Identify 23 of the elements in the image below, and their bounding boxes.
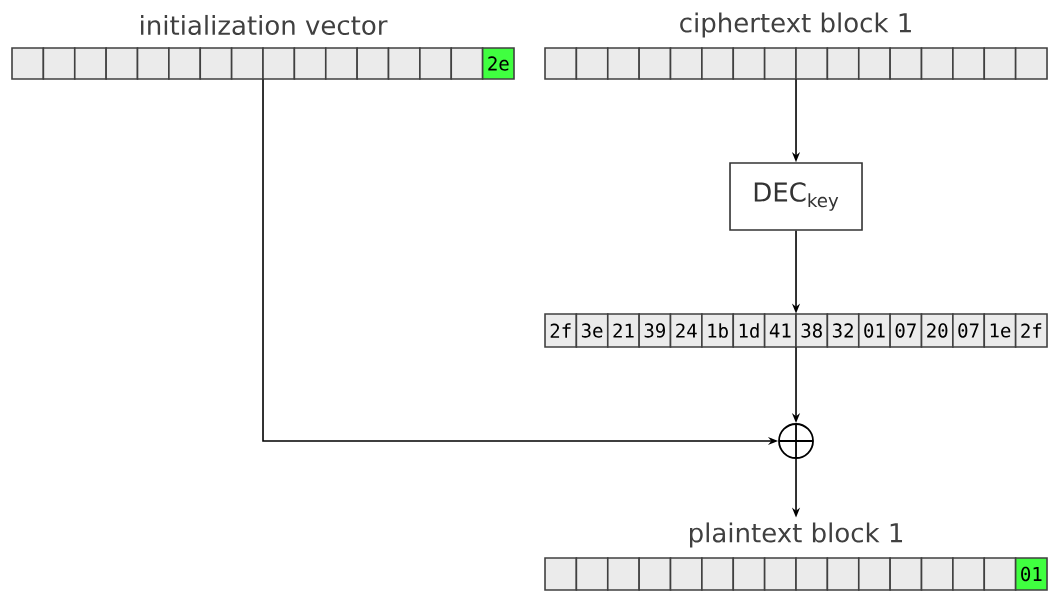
byte-cell: 39	[638, 313, 672, 348]
byte-cell: 32	[826, 313, 860, 348]
byte-cell: 07	[952, 313, 986, 348]
byte-cell: 1d	[732, 313, 766, 348]
byte-cell: 24	[669, 313, 703, 348]
byte-cell: 2e	[481, 47, 515, 80]
byte-cell: 01	[857, 313, 891, 348]
byte-cell: 3e	[575, 313, 609, 348]
process-box: DEC$_{key}$	[729, 162, 863, 231]
byte-cell: 2f	[544, 313, 578, 348]
block-heading: plaintext block 1	[690, 522, 902, 548]
byte-cell: 01	[1014, 557, 1048, 591]
byte-cell: 1e	[983, 313, 1017, 348]
block-heading: initialization vector	[141, 14, 388, 36]
byte-cell: 1b	[701, 313, 735, 348]
byte-cell: 21	[606, 313, 640, 348]
byte-cell: 38	[795, 313, 829, 348]
xor-symbol	[778, 423, 814, 459]
byte-cell: 20	[920, 313, 954, 348]
byte-cell: 2f	[1014, 313, 1048, 348]
byte-cell: 07	[889, 313, 923, 348]
block-heading: ciphertext block 1	[680, 12, 911, 38]
byte-cell: 41	[763, 313, 797, 348]
